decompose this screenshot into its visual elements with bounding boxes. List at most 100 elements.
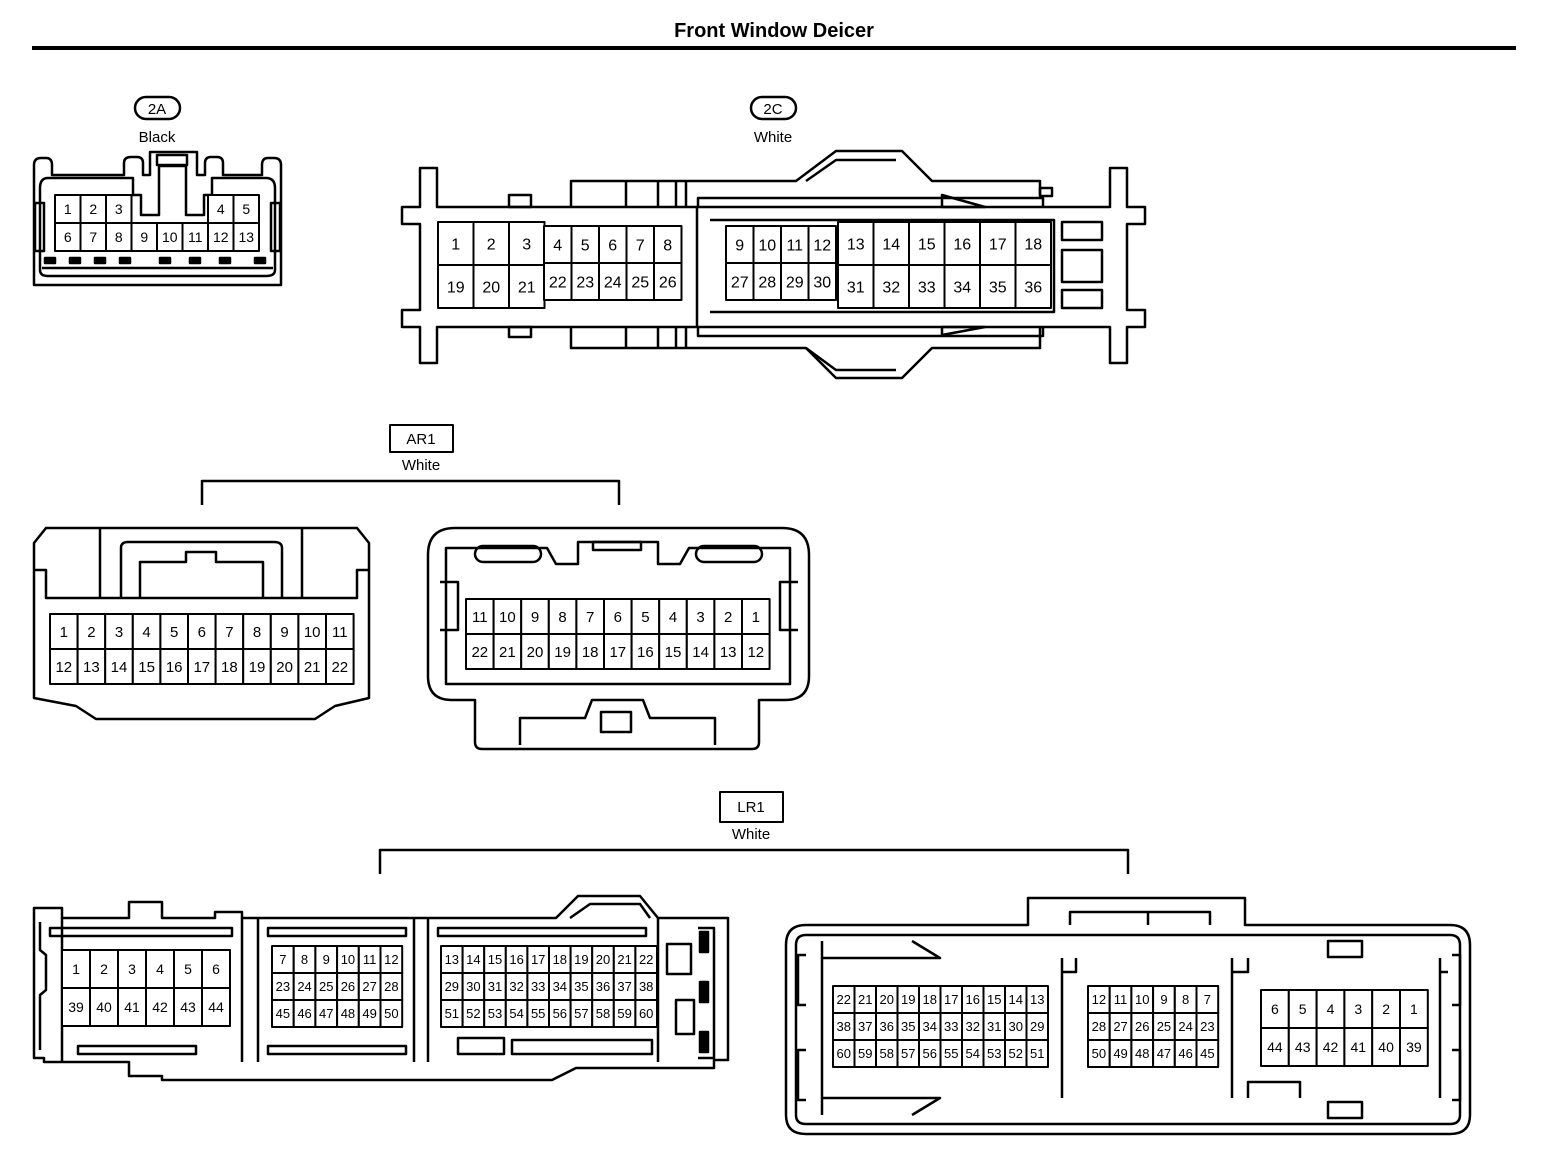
pin-2c-cell bbox=[508, 264, 546, 309]
pin-2c-label: 6 bbox=[608, 237, 617, 254]
pin-lr1-right-label: 27 bbox=[1113, 1019, 1127, 1034]
pin-lr1-right-label: 15 bbox=[987, 992, 1001, 1007]
pin-lr1-left-label: 15 bbox=[488, 952, 502, 967]
pin-ar1-right-cell bbox=[465, 633, 495, 670]
pin-lr1-left-label: 6 bbox=[212, 961, 220, 977]
pin-ar1-left-cell bbox=[159, 648, 189, 685]
pin-lr1-right-label: 13 bbox=[1030, 992, 1044, 1007]
pin-lr1-right-label: 2 bbox=[1382, 1001, 1390, 1017]
pin-2c-cell bbox=[653, 262, 683, 301]
pin-2c-label: 3 bbox=[522, 236, 531, 253]
pin-2c-label: 20 bbox=[482, 279, 500, 296]
page-title: Front Window Deicer bbox=[674, 20, 874, 42]
pin-ar1-right-cell bbox=[741, 633, 771, 670]
pin-2c-label: 29 bbox=[786, 274, 804, 291]
pin-2c-label: 33 bbox=[918, 279, 936, 296]
pin-lr1-left-label: 39 bbox=[68, 999, 84, 1015]
pin-lr1-left-label: 50 bbox=[384, 1006, 398, 1021]
pin-2c-label: 32 bbox=[882, 279, 900, 296]
pin-ar1-right-label: 10 bbox=[499, 609, 516, 626]
pin-lr1-left-cell bbox=[89, 949, 119, 989]
pin-lr1-left-label: 18 bbox=[553, 952, 567, 967]
pin-2a-cell bbox=[207, 222, 235, 252]
pin-ar1-left-label: 9 bbox=[280, 624, 288, 641]
pin-ar1-right-label: 8 bbox=[558, 609, 566, 626]
pin-lr1-left-label: 11 bbox=[363, 952, 377, 967]
pin-lr1-left-label: 60 bbox=[639, 1006, 653, 1021]
connector-2c-badge: 2C bbox=[749, 95, 798, 121]
pin-2c-label: 11 bbox=[786, 237, 803, 254]
pin-lr1-left-label: 12 bbox=[384, 952, 398, 967]
pin-ar1-left-label: 15 bbox=[138, 659, 155, 676]
pin-lr1-right-label: 40 bbox=[1378, 1039, 1394, 1055]
pin-2c-label: 9 bbox=[735, 237, 744, 254]
pin-2c-cell bbox=[872, 221, 910, 266]
pin-2a-label: 5 bbox=[242, 201, 250, 217]
pin-lr1-left-label: 27 bbox=[362, 979, 376, 994]
pin-lr1-right-label: 46 bbox=[1178, 1046, 1192, 1061]
connector-lr1-badge: LR1 bbox=[719, 791, 784, 823]
pin-2c-label: 26 bbox=[659, 274, 677, 291]
pin-lr1-left-label: 56 bbox=[553, 1006, 567, 1021]
pin-ar1-right-label: 20 bbox=[527, 644, 544, 661]
pin-lr1-left-label: 37 bbox=[617, 979, 631, 994]
pin-lr1-right-cell bbox=[1195, 1039, 1220, 1068]
pin-2a-cell bbox=[79, 222, 107, 252]
pin-lr1-left-label: 58 bbox=[596, 1006, 610, 1021]
pin-ar1-right-label: 2 bbox=[724, 609, 732, 626]
pin-lr1-left-label: 28 bbox=[384, 979, 398, 994]
pin-2a-cell bbox=[232, 222, 260, 252]
pin-ar1-left-label: 22 bbox=[331, 659, 348, 676]
pin-lr1-right-label: 59 bbox=[858, 1046, 872, 1061]
pin-lr1-right-label: 4 bbox=[1327, 1001, 1335, 1017]
pin-ar1-left-label: 12 bbox=[55, 659, 72, 676]
pin-2c-label: 5 bbox=[581, 237, 590, 254]
pin-2c-cell bbox=[837, 221, 875, 266]
pin-lr1-right-label: 56 bbox=[923, 1046, 937, 1061]
pin-lr1-left-label: 53 bbox=[488, 1006, 502, 1021]
pin-lr1-right-label: 51 bbox=[1030, 1046, 1044, 1061]
pin-ar1-right-label: 3 bbox=[696, 609, 704, 626]
pin-2a-cell bbox=[130, 222, 158, 252]
pin-2c-cell bbox=[752, 262, 782, 301]
pin-2c-cell bbox=[543, 262, 573, 301]
pin-lr1-left-label: 29 bbox=[445, 979, 459, 994]
pin-lr1-left-label: 22 bbox=[639, 952, 653, 967]
pin-lr1-right-label: 23 bbox=[1200, 1019, 1214, 1034]
pin-lr1-right-label: 50 bbox=[1092, 1046, 1106, 1061]
pin-ar1-left-label: 17 bbox=[193, 659, 210, 676]
pin-lr1-left-label: 26 bbox=[341, 979, 355, 994]
pin-2a-label: 11 bbox=[188, 229, 203, 245]
pin-ar1-left-label: 6 bbox=[198, 624, 206, 641]
pin-lr1-left-cell bbox=[145, 949, 175, 989]
pin-lr1-left-cell bbox=[201, 987, 231, 1027]
connector-ar1-code: AR1 bbox=[406, 431, 435, 448]
connector-ar1-badge: AR1 bbox=[389, 424, 454, 453]
pin-lr1-right-label: 9 bbox=[1160, 992, 1167, 1007]
pin-lr1-left-label: 17 bbox=[531, 952, 545, 967]
pin-lr1-left-label: 34 bbox=[553, 979, 567, 994]
pin-lr1-right-label: 35 bbox=[901, 1019, 915, 1034]
pin-2a-label: 6 bbox=[64, 229, 72, 245]
pin-lr1-right-label: 38 bbox=[837, 1019, 851, 1034]
pin-ar1-right-cell bbox=[713, 598, 744, 635]
pin-ar1-right-label: 14 bbox=[692, 644, 709, 661]
pin-lr1-left-cell bbox=[89, 987, 119, 1027]
pin-2c-label: 25 bbox=[631, 274, 649, 291]
pin-ar1-right-label: 18 bbox=[582, 644, 599, 661]
pin-2a-label: 3 bbox=[115, 201, 123, 217]
pin-2c-label: 28 bbox=[758, 274, 776, 291]
pin-2c-cell bbox=[780, 262, 810, 301]
pin-lr1-right-label: 25 bbox=[1157, 1019, 1171, 1034]
connector-ar1-left-housing bbox=[32, 526, 371, 721]
pin-lr1-left-label: 31 bbox=[488, 979, 502, 994]
connector-lr1-right-housing bbox=[784, 896, 1472, 1136]
pin-lr1-right-label: 16 bbox=[966, 992, 980, 1007]
pin-2a-label: 9 bbox=[140, 229, 148, 245]
pin-ar1-left-label: 2 bbox=[87, 624, 95, 641]
